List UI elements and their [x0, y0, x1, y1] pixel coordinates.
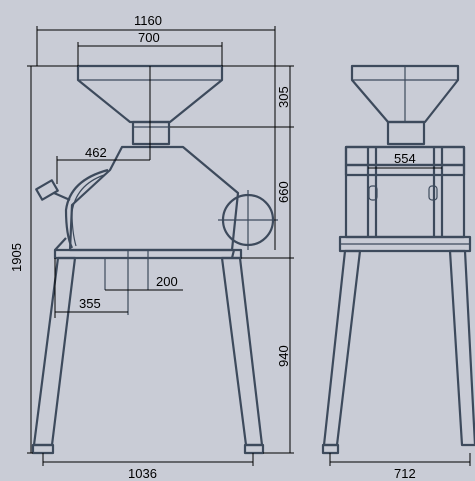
- front-view: [31, 64, 278, 455]
- dim-total-height: 1905: [9, 243, 24, 272]
- dim-body-height: 660: [276, 181, 291, 203]
- dim-leg-height: 940: [276, 345, 291, 367]
- front-inlet-spout: [35, 179, 59, 201]
- dim-overall-width: 1160: [134, 13, 162, 28]
- front-right-leg: [220, 256, 264, 447]
- dim-leg-span-front: 1036: [128, 466, 157, 481]
- front-machine-body: [68, 145, 240, 252]
- dim-frame-width: 554: [394, 151, 416, 166]
- dim-outlet-offset: 355: [79, 296, 101, 311]
- side-left-leg: [322, 249, 362, 447]
- dim-leg-span-side: 712: [394, 466, 416, 481]
- side-view: [321, 64, 475, 455]
- dim-hopper-width: 700: [138, 30, 160, 45]
- front-hopper-neck: [131, 120, 171, 146]
- dim-body-offset: 462: [85, 145, 107, 160]
- front-roller-housing: [64, 168, 109, 249]
- dim-hopper-height: 305: [276, 86, 291, 108]
- side-right-leg: [448, 249, 475, 447]
- dim-outlet-width: 200: [156, 274, 178, 289]
- side-hopper-neck: [386, 120, 426, 146]
